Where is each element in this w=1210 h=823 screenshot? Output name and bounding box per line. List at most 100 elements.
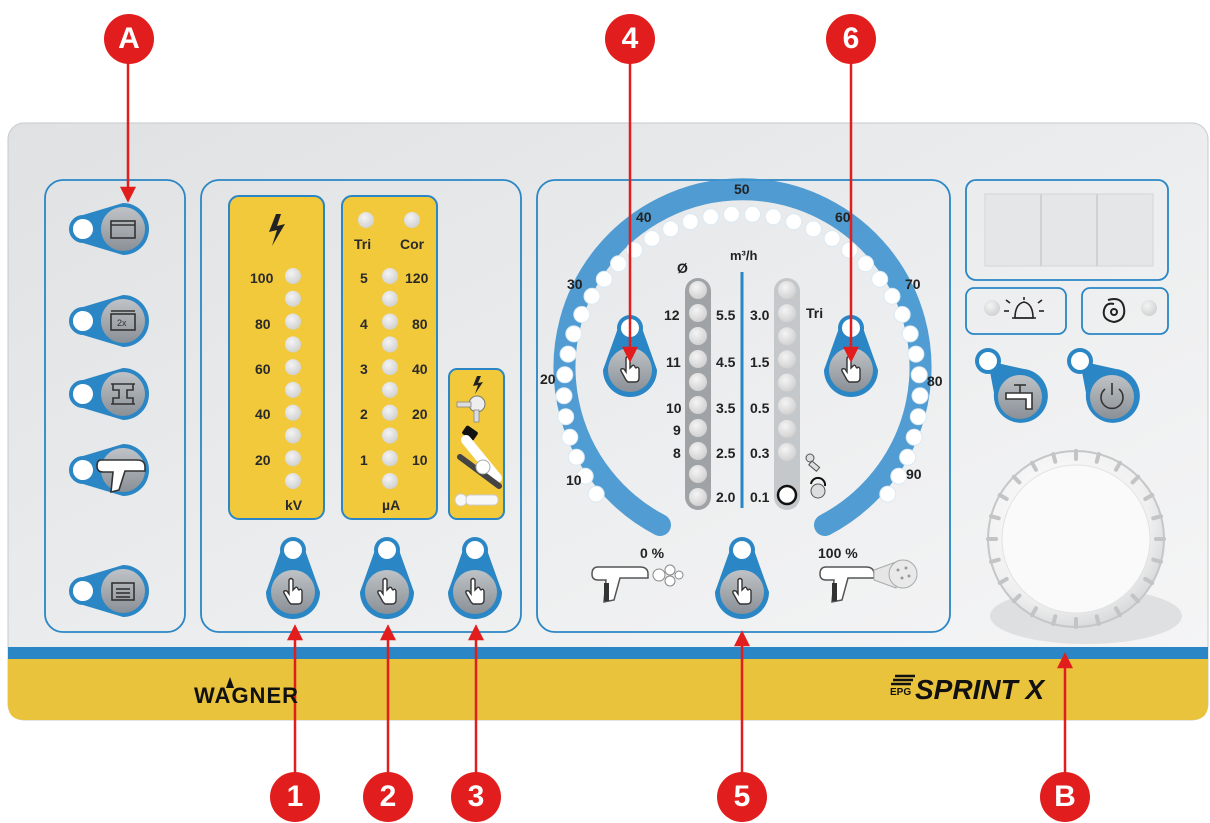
kv-led xyxy=(285,268,301,284)
ua-led xyxy=(382,313,398,330)
alarm-bell-icon xyxy=(1004,297,1044,319)
gun-high-flow-icon xyxy=(819,559,918,603)
dial-led xyxy=(556,366,574,384)
dial-led xyxy=(681,213,699,231)
kv-tick-40: 40 xyxy=(255,406,271,422)
kv-led xyxy=(285,450,301,467)
hand-pointer-icon xyxy=(732,577,752,605)
ua-tick-1: 1 xyxy=(360,452,368,468)
spray-gun-button[interactable] xyxy=(69,444,149,496)
group-a-outline xyxy=(44,179,186,633)
kv-select-button[interactable] xyxy=(266,537,320,619)
diameter-led xyxy=(689,373,707,391)
dial-led xyxy=(561,428,579,446)
tap-icon xyxy=(1005,384,1033,410)
cleaning-mode-icon xyxy=(456,376,486,423)
hand-pointer-icon xyxy=(620,355,640,383)
dial-led xyxy=(662,220,680,238)
diameter-led xyxy=(689,419,707,437)
ua-select-button[interactable] xyxy=(360,537,414,619)
application-mode-icon xyxy=(454,425,502,507)
kv-led xyxy=(285,404,301,421)
tri-led xyxy=(778,281,796,299)
diameter-select-button[interactable] xyxy=(603,315,657,397)
diam-tick-11: 11 xyxy=(666,354,681,370)
ua-unit: µA xyxy=(382,497,401,513)
diameter-led xyxy=(689,304,707,322)
swirl-icon xyxy=(1102,298,1126,324)
dial-led xyxy=(595,270,613,288)
dial-led xyxy=(879,485,897,503)
dial-led xyxy=(841,241,858,259)
sprint-x-logo: SPRINT X xyxy=(915,674,1045,705)
diameter-led xyxy=(689,396,707,414)
dial-led xyxy=(857,255,874,273)
screen-icon xyxy=(110,220,136,239)
tri-label: Tri xyxy=(354,236,372,252)
diam-tick-8: 8 xyxy=(673,445,681,461)
program-folder-button[interactable] xyxy=(69,565,149,617)
diam-tick-10: 10 xyxy=(666,400,682,416)
ua-panel xyxy=(341,195,438,520)
tri-tick-0-5: 0.5 xyxy=(750,400,770,416)
dial-led xyxy=(901,325,919,343)
tri-tick-3-0: 3.0 xyxy=(750,307,770,323)
dial-led xyxy=(567,448,585,466)
dial-tick-70: 70 xyxy=(905,276,921,292)
diameter-scale-leds xyxy=(689,281,707,506)
dial-led xyxy=(785,213,803,231)
dial-led xyxy=(583,287,601,305)
tri-led xyxy=(778,304,796,323)
kv-tick-80: 80 xyxy=(255,316,271,332)
ua-tick-120: 120 xyxy=(405,270,429,286)
hand-pointer-icon xyxy=(465,577,485,605)
mode-select-button[interactable] xyxy=(448,537,502,619)
callout-a: A xyxy=(104,14,154,64)
max-flow-label: 100 % xyxy=(818,545,858,561)
dial-led xyxy=(555,387,573,405)
callout-5: 5 xyxy=(717,772,767,822)
dial-led xyxy=(723,205,740,223)
kv-led xyxy=(285,381,301,398)
ua-tick-20: 20 xyxy=(412,406,428,422)
tri-scale-label: Tri xyxy=(806,305,824,321)
dial-led xyxy=(909,408,927,426)
ua-led xyxy=(382,427,398,444)
tri-led xyxy=(778,419,796,438)
display-mode-button[interactable] xyxy=(69,203,149,255)
flow-select-button[interactable] xyxy=(715,537,769,619)
dial-led xyxy=(764,208,782,226)
dial-tick-50: 50 xyxy=(734,181,750,197)
ua-tick-4: 4 xyxy=(360,316,368,332)
kv-tick-60: 60 xyxy=(255,361,271,377)
kv-led xyxy=(285,473,301,489)
ua-led xyxy=(382,359,398,376)
power-icon xyxy=(1100,383,1124,410)
dial-led xyxy=(587,485,605,503)
tri-led xyxy=(358,212,374,228)
ready-led xyxy=(1141,300,1157,316)
high-voltage-icon xyxy=(269,214,285,246)
power-button[interactable] xyxy=(1067,348,1140,423)
tap-valve-button[interactable] xyxy=(975,348,1048,423)
dial-led xyxy=(871,270,889,288)
powder-hopper-button[interactable] xyxy=(69,368,149,420)
epg-logo-mark xyxy=(891,674,915,686)
flow-dial-leds xyxy=(555,205,929,503)
tri-tick-1-5: 1.5 xyxy=(750,354,770,370)
blue-strip xyxy=(8,647,1208,659)
tri-led xyxy=(778,350,796,369)
callout-4: 4 xyxy=(605,14,655,64)
flow-tick-3-5: 3.5 xyxy=(716,400,736,416)
display-outline xyxy=(965,179,1169,281)
ready-indicator-box xyxy=(1081,287,1169,335)
ua-led-column xyxy=(382,268,398,489)
kv-led xyxy=(285,359,301,376)
double-display-button[interactable]: 2x xyxy=(69,295,149,347)
tri-tick-0-1: 0.1 xyxy=(750,489,770,505)
dial-led xyxy=(899,448,917,466)
kv-tick-100: 100 xyxy=(250,270,274,286)
hopper-icon xyxy=(111,383,135,405)
